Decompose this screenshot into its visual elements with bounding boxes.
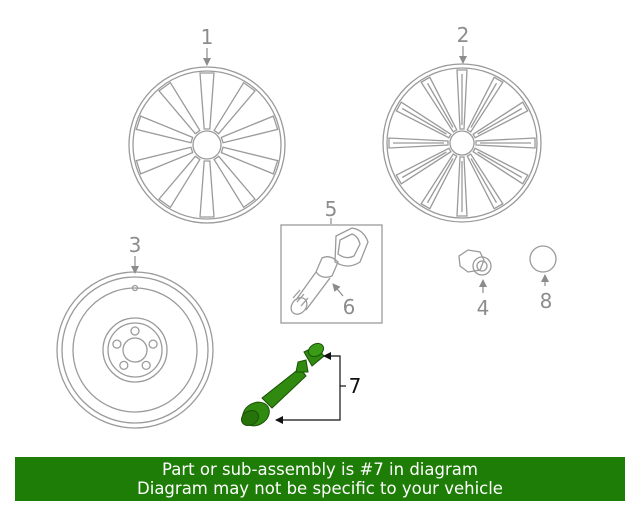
center-cap-part-8[interactable]: [529, 245, 557, 273]
alloy-wheel-part-1[interactable]: [128, 66, 286, 224]
tpms-sensor-part-5[interactable]: [280, 224, 383, 324]
info-banner: Part or sub-assembly is #7 in diagram Di…: [15, 457, 625, 501]
callout-2: 2: [457, 23, 470, 47]
alloy-wheel-part-2[interactable]: [382, 63, 542, 223]
leader-lines: [131, 46, 549, 424]
callout-7: 7: [349, 374, 362, 398]
callout-4: 4: [477, 296, 490, 320]
callout-3: 3: [129, 233, 142, 257]
valve-stem-part-7[interactable]: [238, 341, 326, 431]
callout-8: 8: [540, 289, 553, 313]
spare-wheel-part-3[interactable]: [56, 271, 214, 429]
lug-nut-part-4[interactable]: [458, 249, 492, 276]
callout-6: 6: [343, 295, 356, 319]
callout-1: 1: [201, 25, 214, 49]
banner-line-2: Diagram may not be specific to your vehi…: [137, 479, 503, 498]
banner-line-1: Part or sub-assembly is #7 in diagram: [162, 460, 478, 479]
callout-5: 5: [325, 197, 338, 221]
